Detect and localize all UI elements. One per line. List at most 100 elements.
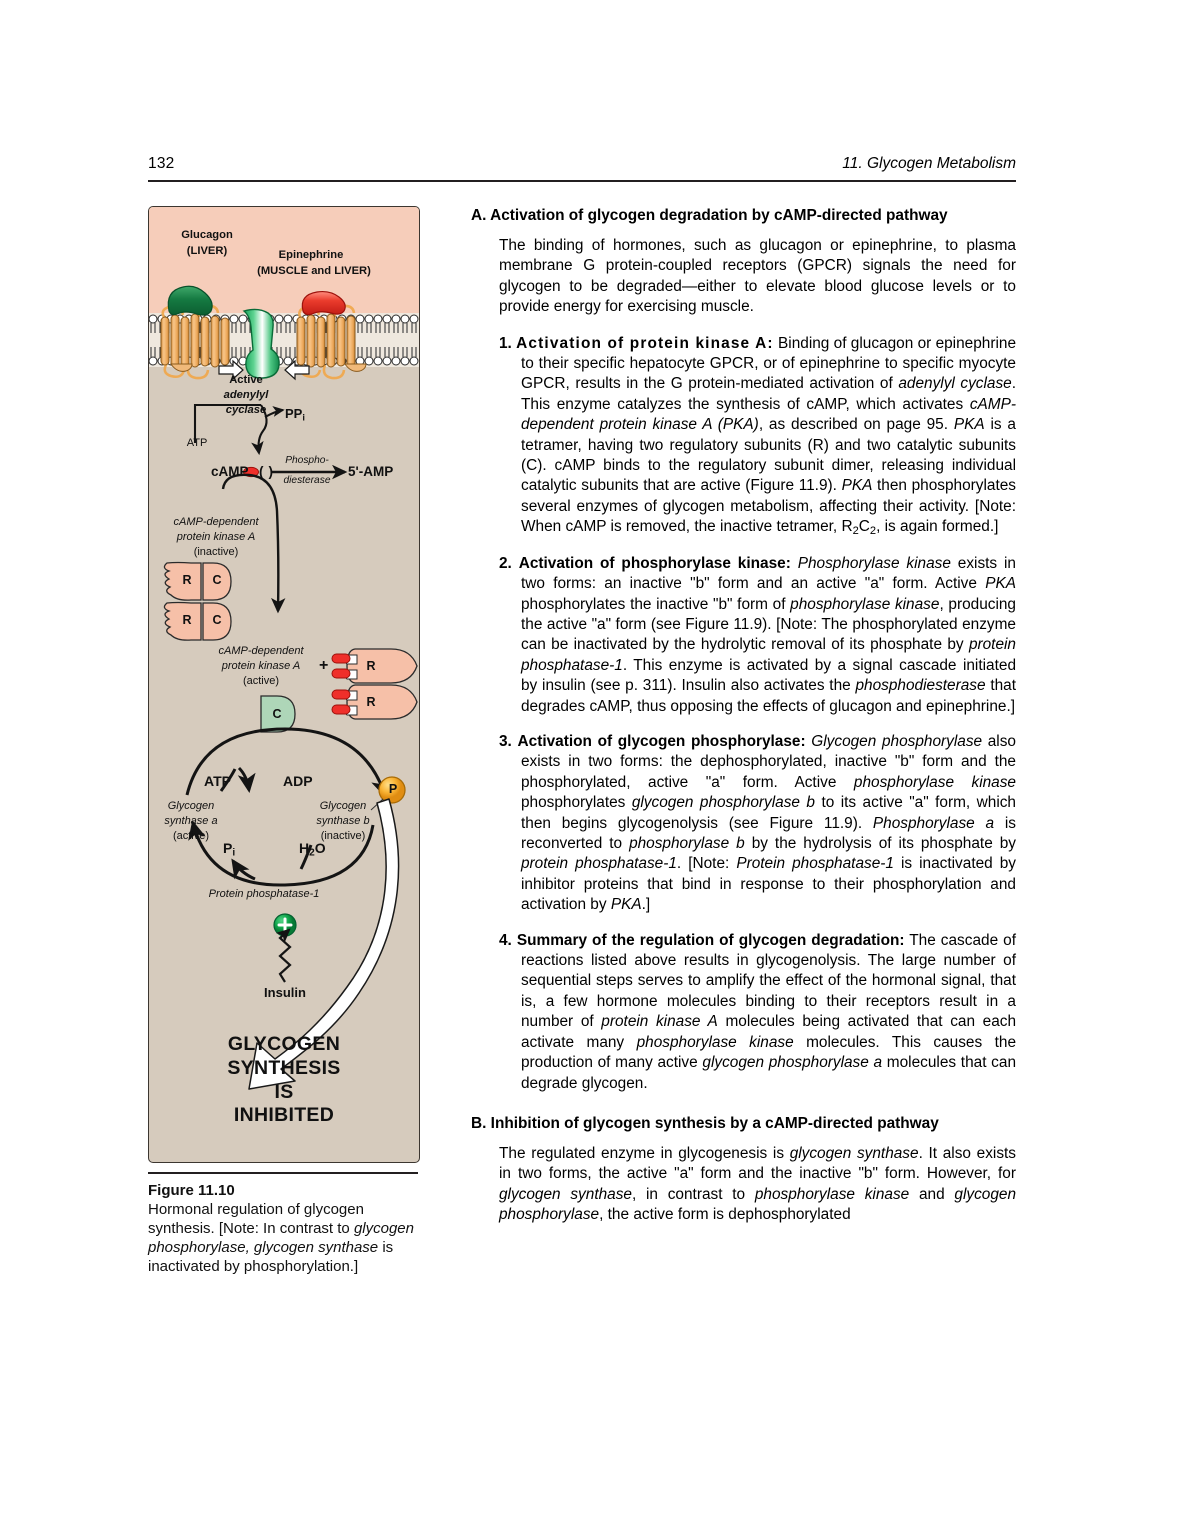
item-1-p5: then phosphorylates several enzymes of g… [521,477,1016,536]
label-epinephrine: Epinephrine [278,249,344,261]
outcome-arrow [248,798,400,1090]
item-1-sub2: 2 [869,525,877,538]
item-3-i4: Phosphorylase a [872,814,995,832]
item-2-p5: . This enzyme is activated by a signal c… [521,656,1016,695]
running-head: 132 11. Glycogen Metabolism [148,155,1016,187]
label-phosphate: P [388,782,398,796]
item-3-number: 3. [499,733,512,750]
label-camp-paren-open: ( [259,464,264,479]
list-item-1: 1. Activation of protein kinase A: Bindi… [471,334,1016,539]
phosphorylation-arc [185,727,389,798]
epinephrine-receptor [296,290,367,380]
item-3-p8: is inactivated by inhibitor proteins tha… [521,855,1016,914]
caption-italic-1: glycogen phosphorylase, glycogen synthas… [148,1219,414,1256]
item-3-p4: to its active "a" form, which then begin… [521,794,1016,832]
page-number: 132 [148,155,175,172]
label-plus-sign: + [319,657,329,674]
label-glycogen-synthase-a-2: synthase a [164,815,218,827]
header-rule [148,180,1016,182]
item-2-p6: that degrades cAMP, thus opposing the ef… [521,677,1016,715]
main-column: A. Activation of glycogen degradation by… [471,206,1016,1242]
item-1-p4: is a tetramer, having two regulatory sub… [521,416,1016,495]
item-1-p3: , as described on page 95. [758,416,954,434]
list-item-4: 4. Summary of the regulation of glycogen… [471,931,1016,1094]
list-item-2: 2. Activation of phosphorylase kinase: P… [471,554,1016,717]
section-b-i3: phosphorylase kinase [754,1185,910,1203]
item-3-i7: Protein phosphatase-1 [736,855,894,873]
pka-catalytic-subunit [260,695,296,733]
label-glycogen-synthase-b-3: (inactive) [320,830,366,842]
item-4-p2: molecules being activated that can each … [521,1013,1017,1051]
item-2-i2: PKA [985,575,1016,593]
label-phosphodiesterase-2: diesterase [283,475,331,486]
item-4-p3: molecules. This causes the production of… [521,1033,1017,1072]
glucagon-receptor [160,285,230,380]
item-1-p1: Binding of glucagon or epinephrine to th… [521,334,1017,393]
label-pka-inactive-3: (inactive) [193,546,239,558]
item-3-p9: .] [641,896,651,914]
figure-panel: Glucagon (LIVER) Epinephrine (MUSCLE and… [148,206,420,1163]
label-pka-active-1: cAMP-dependent [218,645,304,657]
item-4-i3: glycogen phosphorylase a [702,1054,883,1072]
label-glycogen-synthase-a-3: (active) [172,830,210,842]
label-pka-active-3: (active) [242,675,280,687]
label-active-adenylyl-cyclase-1: Active [229,374,263,386]
item-3-i3: glycogen phosphorylase b [631,794,815,812]
item-3-p3: phosphorylates [521,794,632,812]
active-adenylyl-cyclase [242,308,280,379]
item-3-i2: phosphorylase kinase [853,773,1016,791]
item-4-number: 4. [499,931,512,949]
caption-text-1: Hormonal regulation of glycogen synthesi… [148,1200,364,1237]
label-subunit-c-1: C [212,573,222,587]
label-glycogen-synthase-a-1: Glycogen [167,800,215,812]
activation-arrows [218,359,310,381]
label-camp: cAMP [211,464,249,479]
dephosphorylation-arc [188,820,375,887]
item-2-i4: protein phosphatase-1 [521,636,1016,674]
label-active-r-1: R [366,659,376,673]
label-glucagon: Glucagon [181,229,233,241]
section-b-i1: glycogen synthase [789,1144,919,1162]
item-4-lead: Summary of the regulation of glycogen de… [516,931,905,949]
label-5-amp: 5'-AMP [348,464,394,479]
label-active-r-2: R [366,695,376,709]
item-4-i1: protein kinase A [601,1013,718,1031]
figure-artwork [149,285,419,1090]
item-2-i1: Phosphorylase kinase [797,554,951,572]
item-2-p2: exists in two forms: an inactive "b" for… [521,554,1016,593]
item-1-i2: cAMP-dependent protein kinase A (PKA) [521,395,1016,434]
figure-11-10: Glucagon (LIVER) Epinephrine (MUSCLE and… [148,206,420,1163]
section-b-p2: . It also exists in two forms, the activ… [499,1144,1016,1183]
label-subunit-c-2: C [212,613,222,627]
item-3-i8: PKA [610,896,642,914]
label-phosphodiesterase-1: Phospho- [285,455,329,466]
caption-rule [148,1172,418,1174]
section-b-heading: B. Inhibition of glycogen synthesis by a… [471,1114,939,1132]
item-2-number: 2. [499,554,512,572]
item-1-i3: PKA [953,416,985,434]
section-b-p4: and [909,1185,955,1203]
pka-inactive-tetramer [163,561,232,641]
outcome-line-1: GLYCOGEN [227,1033,341,1055]
item-2-p3: phosphorylates the inactive "b" form of [521,595,791,613]
item-2-p4: , producing the active "a" form (see Fig… [521,595,1016,654]
label-glycogen-synthase-b-1: Glycogen [319,800,367,812]
item-1-sub1: 2 [852,525,859,538]
label-pka-inactive-1: cAMP-dependent [173,516,259,528]
section-b-p1: The regulated enzyme in glycogenesis is [499,1144,790,1162]
label-catalytic-c: C [272,707,282,721]
item-4-i2: phosphorylase kinase [636,1033,794,1051]
outcome-line-3: IS [274,1080,294,1103]
item-1-lead: Activation of protein kinase A: [516,334,774,352]
section-b-body: The regulated enzyme in glycogenesis is … [471,1144,1016,1226]
section-b-p3: , in contrast to [631,1185,755,1203]
label-adp-cycle: ADP [283,773,313,789]
item-1-p6: C [858,518,870,536]
item-3-p7: . [Note: [676,855,737,873]
pka-active-r-dimer [331,648,418,720]
label-active-adenylyl-cyclase-3: cyclase [225,404,267,416]
section-b-i2: glycogen synthase [499,1185,632,1203]
label-camp-paren-close: ) [261,464,274,479]
label-glucagon-tissue: (LIVER) [186,245,228,257]
label-epinephrine-tissue: (MUSCLE and LIVER) [257,265,371,277]
